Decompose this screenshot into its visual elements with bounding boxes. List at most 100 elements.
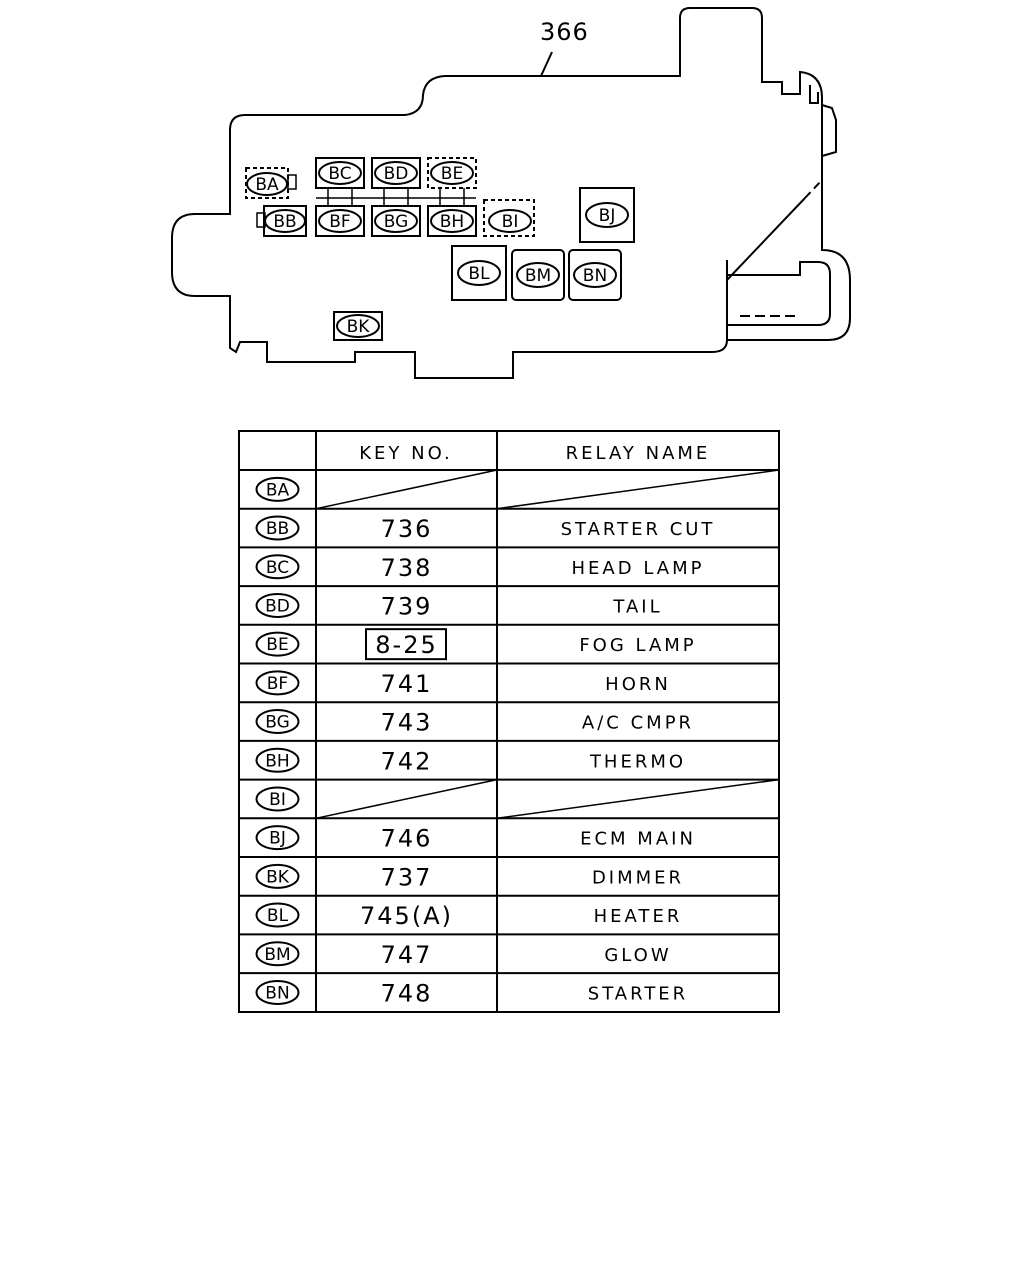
- slot-label-BK: BK: [347, 317, 371, 337]
- code-badge: [255, 825, 300, 851]
- code-badge: [255, 670, 300, 696]
- code-badge: [255, 902, 300, 928]
- row-relay-name: HEAD LAMP: [572, 558, 705, 579]
- slot-BB: BB: [256, 205, 307, 237]
- slot-BH: BH: [427, 205, 477, 237]
- row-code: BB: [266, 519, 289, 539]
- table-row: BI: [255, 778, 780, 820]
- slot-BD: BD: [371, 157, 421, 189]
- table-body: BA BB 736 STARTER CUT BC 738 HEAD LAMP BD 739 TAI…: [255, 469, 780, 1007]
- table-row: BF 741 HORN: [255, 670, 671, 698]
- row-relay-name: HORN: [605, 674, 671, 695]
- row-relay-name: STARTER CUT: [561, 519, 716, 540]
- key-reference-box: [365, 628, 447, 661]
- slot-BM: BM: [511, 249, 565, 301]
- header-relay-name: RELAY NAME: [566, 443, 711, 464]
- slot-label-BL: BL: [468, 264, 490, 284]
- slot-BF: BF: [315, 205, 365, 237]
- row-relay-name: THERMO: [589, 751, 686, 772]
- slot-connectors: [316, 188, 476, 206]
- blank-cell-slash: [315, 469, 498, 510]
- code-badge: [255, 592, 300, 618]
- slot-label-BI: BI: [502, 212, 519, 232]
- code-badge: [255, 631, 300, 657]
- table-row: BG 743 A/C CMPR: [255, 709, 694, 737]
- slot-label-BD: BD: [384, 164, 409, 184]
- code-badge: [255, 476, 300, 502]
- slot-label-BJ: BJ: [599, 206, 616, 226]
- row-code: BK: [266, 867, 290, 887]
- slot-BN: BN: [568, 249, 622, 301]
- table-row-dividers: [239, 469, 779, 975]
- row-key-no: 745(A): [360, 902, 453, 930]
- slot-BJ: BJ: [579, 187, 635, 243]
- row-code: BI: [269, 790, 286, 810]
- row-code: BD: [265, 596, 290, 616]
- slot-BG: BG: [371, 205, 421, 237]
- header-key-no: KEY NO.: [359, 443, 453, 464]
- row-code: BL: [267, 906, 289, 926]
- row-key-no: 737: [381, 863, 433, 891]
- slot-label-BB: BB: [273, 212, 296, 232]
- row-relay-name: A/C CMPR: [582, 713, 694, 734]
- row-key-no: 736: [381, 515, 433, 543]
- row-code: BE: [266, 635, 288, 655]
- code-badge: [255, 515, 300, 541]
- row-relay-name: HEATER: [594, 906, 683, 927]
- blank-cell-slash: [315, 778, 498, 820]
- code-badge: [255, 747, 300, 773]
- slot-label-BE: BE: [441, 164, 463, 184]
- table-row: BD 739 TAIL: [255, 592, 662, 620]
- row-relay-name: STARTER: [588, 983, 688, 1004]
- row-code: BC: [266, 558, 289, 578]
- row-code: BM: [264, 945, 290, 965]
- row-key-no: 743: [381, 709, 433, 737]
- row-relay-name: ECM MAIN: [580, 829, 696, 850]
- row-key-no: 748: [381, 979, 433, 1007]
- table-row: BK 737 DIMMER: [255, 863, 684, 891]
- row-key-no: 747: [381, 941, 433, 969]
- table-row: BC 738 HEAD LAMP: [255, 554, 705, 582]
- slot-label-BA: BA: [255, 175, 279, 195]
- table-row: BM 747 GLOW: [255, 941, 671, 969]
- code-badge: [255, 709, 300, 735]
- row-key-no: 738: [381, 554, 433, 582]
- table-row: BB 736 STARTER CUT: [255, 515, 716, 543]
- slot-BE: BE: [427, 157, 477, 189]
- row-relay-name: DIMMER: [592, 867, 684, 888]
- blank-cell-slash: [496, 778, 780, 820]
- row-code: BG: [265, 713, 290, 733]
- code-badge: [255, 863, 300, 889]
- row-code: BH: [265, 751, 289, 771]
- slot-label-BC: BC: [328, 164, 351, 184]
- row-code: BN: [265, 983, 289, 1003]
- table-row: BH 742 THERMO: [255, 747, 686, 775]
- table-row: BL 745(A) HEATER: [255, 902, 683, 930]
- row-key-no: 739: [381, 592, 433, 620]
- relay-table: KEY NO. RELAY NAME BA BB 736 STARTER CUT BC 7…: [238, 430, 780, 1013]
- row-key-no: 742: [381, 747, 433, 775]
- slot-BL: BL: [451, 245, 507, 301]
- slot-BA: BA: [245, 167, 297, 199]
- table-row: BA: [255, 469, 780, 510]
- blank-cell-slash: [496, 469, 780, 510]
- row-code: BA: [266, 480, 290, 500]
- relay-box-housing: [171, 7, 851, 379]
- row-relay-name: GLOW: [604, 945, 671, 966]
- slot-label-BN: BN: [583, 266, 607, 286]
- table-row: BJ 746 ECM MAIN: [255, 825, 696, 853]
- code-badge: [255, 979, 300, 1005]
- relay-slots: BA BB BC BD BE: [245, 157, 635, 341]
- row-key-no: 746: [381, 825, 433, 853]
- slot-label-BF: BF: [329, 212, 350, 232]
- row-relay-name: FOG LAMP: [579, 635, 696, 656]
- row-key-no: 741: [381, 670, 433, 698]
- row-relay-name: TAIL: [612, 596, 662, 617]
- table-row: BN 748 STARTER: [255, 979, 688, 1007]
- row-code: BJ: [269, 829, 286, 849]
- slot-label-BG: BG: [384, 212, 409, 232]
- slot-label-BH: BH: [440, 212, 464, 232]
- row-code: BF: [267, 674, 288, 694]
